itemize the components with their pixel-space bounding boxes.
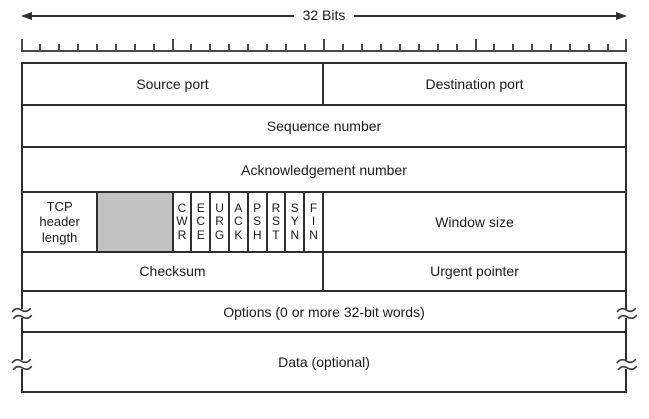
ruler-tick <box>57 44 60 50</box>
break-mark-options-left <box>11 307 33 320</box>
row-ports: Source port Destination port <box>23 64 625 106</box>
field-sequence-number: Sequence number <box>266 118 382 135</box>
bits-label: 32 Bits <box>302 7 346 23</box>
ruler-tick <box>133 44 136 50</box>
header-table: Source port Destination port Sequence nu… <box>21 62 627 393</box>
ruler-tick <box>190 44 193 50</box>
ruler-tick <box>247 44 250 50</box>
field-destination-port: Destination port <box>425 75 524 92</box>
ruler-tick <box>379 44 382 50</box>
break-mark-data-right <box>616 358 638 371</box>
row-flags: TCP header length C W R E C E U R G A C … <box>23 193 625 253</box>
ruler-tick <box>266 44 269 50</box>
ruler-tick <box>152 44 155 50</box>
ruler-tick <box>76 44 79 50</box>
ruler-tick <box>341 44 344 50</box>
ruler-tick <box>569 44 572 50</box>
ruler-tick <box>38 44 41 50</box>
field-reserved <box>98 193 174 251</box>
ruler-tick <box>493 44 496 50</box>
ruler-tick <box>531 44 534 50</box>
ruler-tick <box>455 44 458 50</box>
ruler-tick <box>436 44 439 50</box>
ruler-tick <box>550 44 553 50</box>
field-urgent-pointer: Urgent pointer <box>430 263 519 280</box>
ruler-tick <box>285 44 288 50</box>
ruler-tick <box>625 39 627 50</box>
bit-ruler <box>21 39 627 52</box>
ruler-tick <box>474 39 477 50</box>
break-mark-options-right <box>616 307 638 320</box>
ruler-tick <box>95 44 98 50</box>
ruler-tick <box>228 44 231 50</box>
flag-rst: R S T <box>268 193 287 251</box>
ruler-tick <box>360 44 363 50</box>
flag-psh: P S H <box>249 193 268 251</box>
row-acknowledgement: Acknowledgement number <box>23 148 625 194</box>
ruler-tick <box>21 39 23 50</box>
ruler-tick <box>512 44 515 50</box>
ruler-tick <box>588 44 591 50</box>
arrowhead-left-icon <box>21 12 32 20</box>
field-checksum: Checksum <box>23 252 324 290</box>
ruler-tick <box>304 44 307 50</box>
field-options: Options (0 or more 32-bit words) <box>223 303 425 320</box>
row-sequence: Sequence number <box>23 106 625 149</box>
flag-cwr: C W R <box>174 193 193 251</box>
bits-width-arrow: 32 Bits <box>21 7 627 24</box>
flag-fin: F I N <box>305 193 324 251</box>
row-checksum: Checksum Urgent pointer <box>23 252 625 292</box>
row-options: Options (0 or more 32-bit words) <box>23 292 625 334</box>
field-tcp-header-length: TCP header length <box>23 193 99 251</box>
field-source-port: Source port <box>23 64 324 104</box>
ruler-tick <box>114 44 117 50</box>
break-mark-data-left <box>11 358 33 371</box>
field-acknowledgement-number: Acknowledgement number <box>241 161 407 178</box>
ruler-tick <box>209 44 212 50</box>
ruler-tick <box>417 44 420 50</box>
flag-ece: E C E <box>192 193 212 251</box>
arrowhead-right-icon <box>616 12 627 20</box>
field-data: Data (optional) <box>278 354 370 371</box>
row-data: Data (optional) <box>23 333 625 391</box>
ruler-tick <box>323 39 325 50</box>
ruler-tick <box>171 39 174 50</box>
flag-urg: U R G <box>211 193 230 251</box>
flag-ack: A C K <box>230 193 249 251</box>
field-window-size: Window size <box>435 214 514 231</box>
flag-syn: S Y N <box>286 193 306 251</box>
ruler-tick <box>607 44 610 50</box>
arrow-line-right <box>354 15 616 17</box>
arrow-line-left <box>32 15 294 17</box>
ruler-tick <box>398 44 401 50</box>
